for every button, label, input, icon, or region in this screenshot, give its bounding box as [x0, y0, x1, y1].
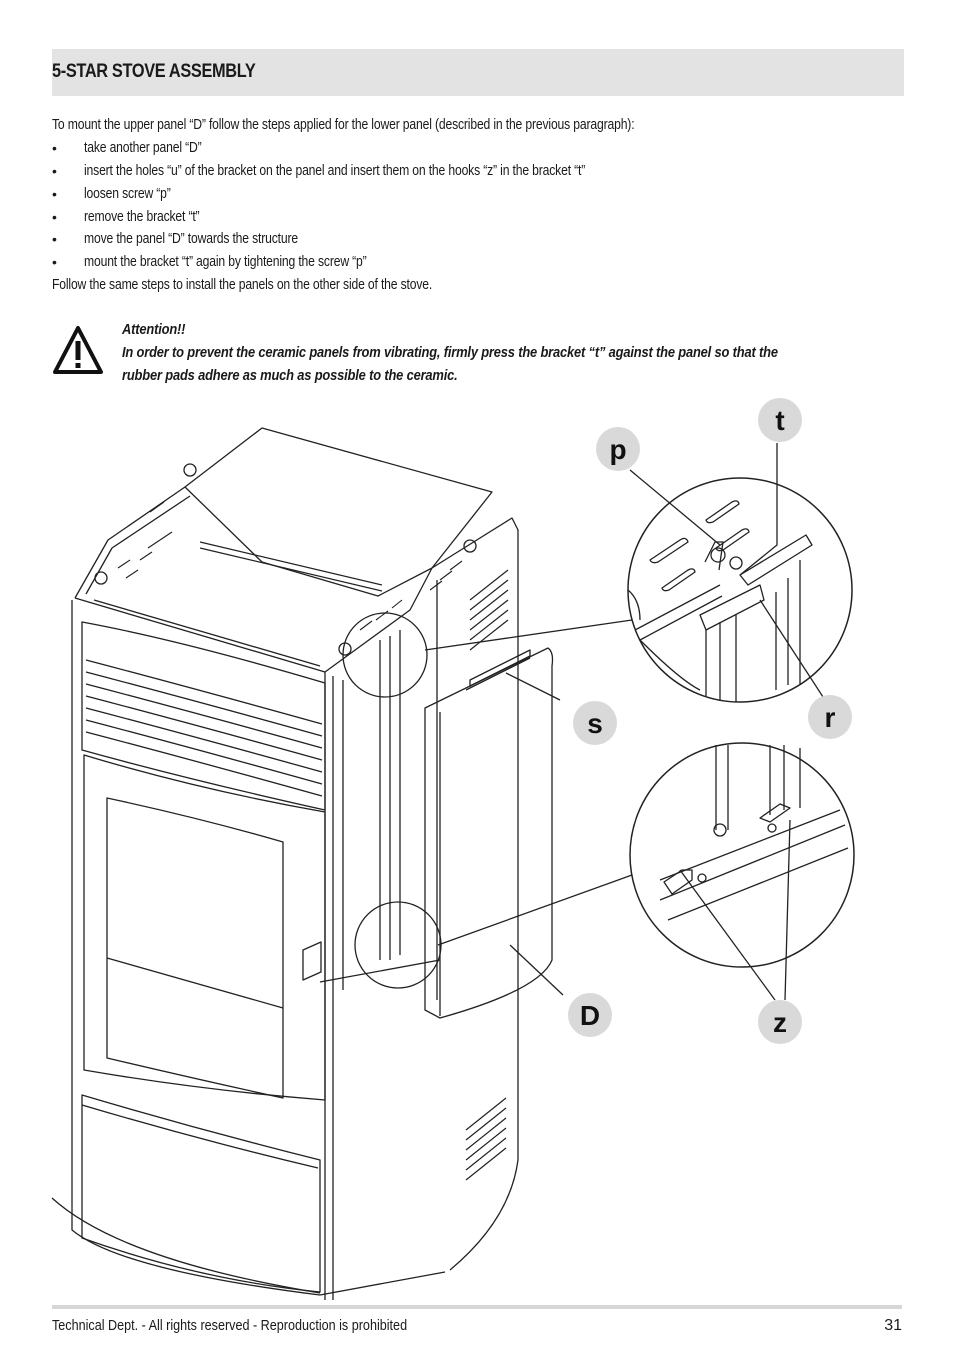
callout-z: z — [758, 1000, 802, 1044]
section-title: 5-STAR STOVE ASSEMBLY — [52, 61, 256, 82]
bullet-marker: • — [52, 231, 57, 247]
outro-text: Follow the same steps to install the pan… — [52, 277, 433, 293]
door-glass — [106, 797, 284, 1099]
callout-D: D — [568, 993, 612, 1037]
bullet-marker: • — [52, 254, 57, 270]
stove-top-plate — [184, 427, 493, 597]
svg-text:p: p — [609, 434, 626, 465]
step-5: move the panel “D” towards the structure — [84, 231, 298, 247]
stove-side-panel — [431, 517, 519, 1271]
step-1: take another panel “D” — [84, 140, 202, 156]
front-door — [83, 754, 326, 1101]
callout-s: s — [573, 701, 617, 745]
step-3: loosen screw “p” — [84, 186, 171, 202]
warning-heading: Attention!! — [122, 321, 186, 338]
bullet-marker: • — [52, 209, 57, 225]
warning-line-2: rubber pads adhere as much as possible t… — [122, 367, 458, 384]
bullet-marker: • — [52, 140, 57, 156]
svg-text:D: D — [580, 1000, 600, 1031]
page-number: 31 — [884, 1317, 902, 1334]
front-grille-slats — [85, 659, 323, 797]
lower-drawer — [81, 1094, 321, 1293]
detail-view-lower — [629, 742, 855, 968]
intro-text: To mount the upper panel “D” follow the … — [52, 117, 635, 133]
bullet-marker: • — [52, 163, 57, 179]
svg-text:s: s — [587, 708, 603, 739]
svg-text:z: z — [773, 1007, 787, 1038]
footer-notice: Technical Dept. - All rights reserved - … — [52, 1317, 408, 1334]
step-4: remove the bracket “t” — [84, 209, 200, 225]
section-header-bar — [52, 49, 904, 96]
ceramic-panel-D — [424, 647, 554, 1019]
warning-triangle-icon — [53, 326, 103, 374]
callout-r: r — [808, 695, 852, 739]
callout-p: p — [596, 427, 640, 471]
callout-t: t — [758, 398, 802, 442]
step-6: mount the bracket “t” again by tightenin… — [84, 254, 367, 270]
bullet-marker: • — [52, 186, 57, 202]
detail-view-upper — [627, 477, 853, 703]
svg-text:r: r — [825, 702, 836, 733]
warning-line-1: In order to prevent the ceramic panels f… — [122, 344, 778, 361]
step-2: insert the holes “u” of the bracket on t… — [84, 163, 586, 179]
footer-rule — [52, 1305, 902, 1309]
top-frame — [74, 486, 433, 673]
svg-text:t: t — [775, 405, 784, 436]
